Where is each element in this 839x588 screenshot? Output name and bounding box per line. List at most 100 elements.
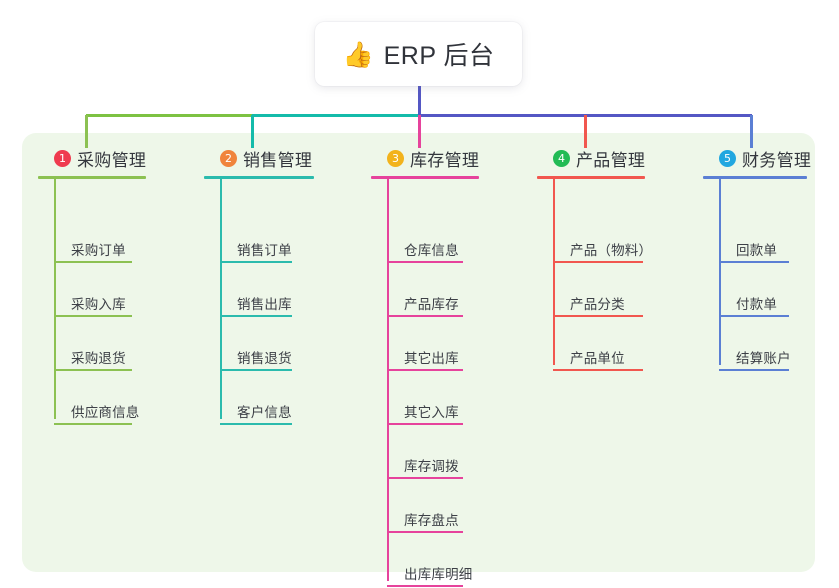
leaf-item-underline bbox=[220, 261, 292, 263]
leaf-item-label: 产品库存 bbox=[404, 297, 459, 312]
column-spine-4 bbox=[553, 179, 555, 365]
column-spine-2 bbox=[220, 179, 222, 419]
leaf-item-label: 采购退货 bbox=[71, 351, 126, 366]
leaf-item[interactable]: 其它出库 bbox=[371, 317, 463, 371]
leaf-item-underline bbox=[553, 315, 643, 317]
leaf-item-label: 回款单 bbox=[736, 243, 778, 258]
leaf-item[interactable]: 销售退货 bbox=[204, 317, 292, 371]
leaf-item-underline bbox=[719, 315, 789, 317]
leaf-item[interactable]: 库存盘点 bbox=[371, 479, 463, 533]
column-spine-5 bbox=[719, 179, 721, 365]
leaf-item-underline bbox=[553, 369, 643, 371]
leaf-item[interactable]: 采购退货 bbox=[38, 317, 132, 371]
leaf-item-label: 仓库信息 bbox=[404, 243, 459, 258]
leaf-item-label: 库存盘点 bbox=[404, 513, 459, 528]
column-spine-1 bbox=[54, 179, 56, 419]
leaf-item-underline bbox=[54, 315, 132, 317]
leaf-item-underline bbox=[719, 261, 789, 263]
leaf-item[interactable]: 销售订单 bbox=[204, 209, 292, 263]
root-node[interactable]: 👍 ERP 后台 bbox=[315, 22, 522, 86]
leaf-item[interactable]: 产品单位 bbox=[537, 317, 643, 371]
background-panel bbox=[22, 133, 815, 572]
leaf-item-label: 销售退货 bbox=[237, 351, 292, 366]
column-spine-3 bbox=[387, 179, 389, 581]
leaf-item[interactable]: 销售出库 bbox=[204, 263, 292, 317]
leaf-item[interactable]: 库存调拨 bbox=[371, 425, 463, 479]
leaf-item-label: 付款单 bbox=[736, 297, 778, 312]
leaf-item-underline bbox=[54, 423, 132, 425]
leaf-item-underline bbox=[54, 261, 132, 263]
column-badge-1: 1 bbox=[54, 149, 71, 167]
leaf-item-label: 采购入库 bbox=[71, 297, 126, 312]
root-node-label: ERP 后台 bbox=[383, 42, 495, 70]
column-header-2[interactable]: 2 销售管理 bbox=[204, 146, 314, 170]
leaf-item-label: 产品（物料） bbox=[570, 243, 653, 258]
column-children-1: 采购订单采购入库采购退货供应商信息 bbox=[38, 179, 146, 425]
leaf-item-underline bbox=[220, 369, 292, 371]
leaf-item-underline bbox=[387, 369, 463, 371]
leaf-item-label: 采购订单 bbox=[71, 243, 126, 258]
leaf-item-underline bbox=[220, 423, 292, 425]
leaf-item-label: 其它出库 bbox=[404, 351, 459, 366]
leaf-item[interactable]: 结算账户 bbox=[703, 317, 791, 371]
column-header-5[interactable]: 5 财务管理 bbox=[703, 146, 811, 170]
column-children-2: 销售订单销售出库销售退货客户信息 bbox=[204, 179, 314, 425]
column-badge-5: 5 bbox=[719, 149, 736, 167]
column-children-3: 仓库信息产品库存其它出库其它入库库存调拨库存盘点出库库明细 bbox=[371, 179, 479, 587]
leaf-item-underline bbox=[387, 585, 463, 587]
leaf-item-underline bbox=[387, 423, 463, 425]
column-underline-5 bbox=[703, 176, 807, 179]
leaf-item-underline bbox=[553, 261, 643, 263]
column-header-4[interactable]: 4 产品管理 bbox=[537, 146, 645, 170]
thumbs-up-icon: 👍 bbox=[342, 40, 374, 69]
leaf-item-label: 出库库明细 bbox=[404, 567, 473, 582]
leaf-item[interactable]: 采购入库 bbox=[38, 263, 132, 317]
column-underline-1 bbox=[38, 176, 146, 179]
leaf-item[interactable]: 出库库明细 bbox=[371, 533, 473, 587]
column-children-4: 产品（物料） 产品分类产品单位 bbox=[537, 179, 652, 371]
column-title-5: 财务管理 bbox=[742, 150, 812, 170]
leaf-item-underline bbox=[387, 531, 463, 533]
leaf-item[interactable]: 采购订单 bbox=[38, 209, 132, 263]
column-underline-3 bbox=[371, 176, 479, 179]
column-badge-4: 4 bbox=[553, 149, 570, 167]
leaf-item-underline bbox=[387, 315, 463, 317]
leaf-item[interactable]: 产品（物料） bbox=[537, 209, 652, 263]
column-title-2: 销售管理 bbox=[243, 150, 313, 170]
leaf-item[interactable]: 其它入库 bbox=[371, 371, 463, 425]
column-badge-2: 2 bbox=[220, 149, 237, 167]
column-underline-4 bbox=[537, 176, 645, 179]
leaf-item-label: 其它入库 bbox=[404, 405, 459, 420]
column-1: 1 采购管理采购订单采购入库采购退货供应商信息 bbox=[38, 146, 146, 425]
leaf-item-label: 销售出库 bbox=[237, 297, 292, 312]
leaf-item-label: 库存调拨 bbox=[404, 459, 459, 474]
leaf-item[interactable]: 回款单 bbox=[703, 209, 789, 263]
leaf-item-label: 销售订单 bbox=[237, 243, 292, 258]
leaf-item-label: 供应商信息 bbox=[71, 405, 140, 420]
leaf-item[interactable]: 客户信息 bbox=[204, 371, 292, 425]
column-title-3: 库存管理 bbox=[410, 150, 480, 170]
leaf-item-label: 产品单位 bbox=[570, 351, 625, 366]
leaf-item-underline bbox=[387, 477, 463, 479]
leaf-item-underline bbox=[54, 369, 132, 371]
leaf-item[interactable]: 产品库存 bbox=[371, 263, 463, 317]
column-2: 2 销售管理销售订单销售出库销售退货客户信息 bbox=[204, 146, 314, 425]
column-title-1: 采购管理 bbox=[77, 150, 147, 170]
column-children-5: 回款单付款单结算账户 bbox=[703, 179, 811, 371]
leaf-item-label: 客户信息 bbox=[237, 405, 292, 420]
leaf-item-label: 结算账户 bbox=[736, 351, 791, 366]
leaf-item[interactable]: 供应商信息 bbox=[38, 371, 140, 425]
column-underline-2 bbox=[204, 176, 314, 179]
leaf-item-label: 产品分类 bbox=[570, 297, 625, 312]
leaf-item[interactable]: 产品分类 bbox=[537, 263, 643, 317]
column-title-4: 产品管理 bbox=[576, 150, 646, 170]
leaf-item[interactable]: 仓库信息 bbox=[371, 209, 463, 263]
leaf-item[interactable]: 付款单 bbox=[703, 263, 789, 317]
leaf-item-underline bbox=[387, 261, 463, 263]
column-4: 4 产品管理产品（物料） 产品分类产品单位 bbox=[537, 146, 652, 371]
leaf-item-underline bbox=[719, 369, 789, 371]
column-header-1[interactable]: 1 采购管理 bbox=[38, 146, 146, 170]
